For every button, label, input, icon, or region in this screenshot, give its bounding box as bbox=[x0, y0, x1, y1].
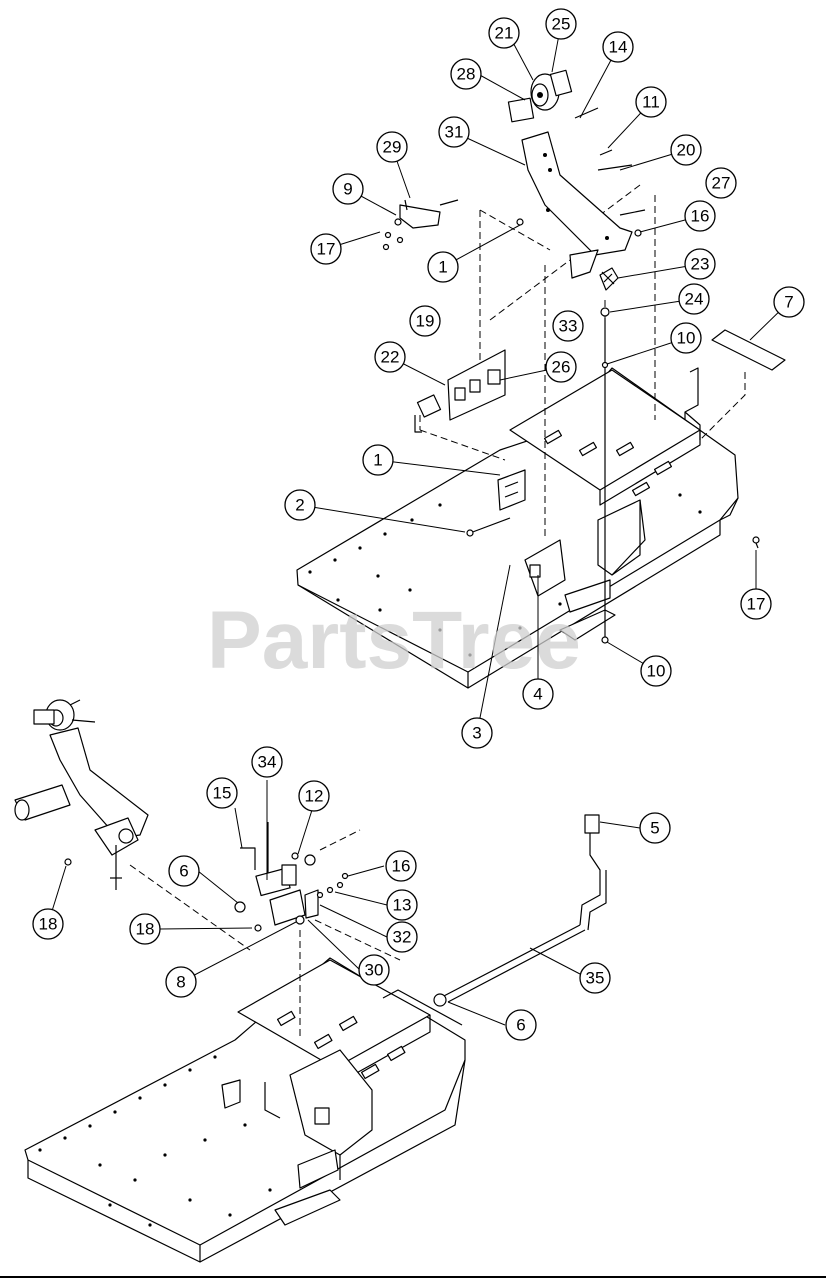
callout-11: 11 bbox=[635, 86, 667, 118]
upper-control-arm bbox=[382, 69, 646, 644]
callout-20: 20 bbox=[670, 134, 702, 166]
svg-text:28: 28 bbox=[457, 65, 476, 84]
callout-17-b: 17 bbox=[740, 588, 772, 620]
callout-3: 3 bbox=[461, 717, 493, 749]
svg-text:30: 30 bbox=[365, 961, 384, 980]
callout-26: 26 bbox=[545, 351, 577, 383]
svg-text:2: 2 bbox=[295, 496, 304, 515]
svg-text:9: 9 bbox=[343, 180, 352, 199]
callout-1: 1 bbox=[427, 251, 459, 283]
lower-leader-lines bbox=[47, 780, 641, 1026]
svg-text:1: 1 bbox=[373, 451, 382, 470]
svg-text:10: 10 bbox=[647, 662, 666, 681]
svg-text:7: 7 bbox=[784, 293, 793, 312]
svg-text:32: 32 bbox=[393, 928, 412, 947]
callouts-top: 21 25 14 28 11 31 29 20 9 27 16 17 1 23 … bbox=[284, 8, 805, 749]
callout-24: 24 bbox=[678, 283, 710, 315]
callout-19: 19 bbox=[409, 305, 441, 337]
callout-34: 34 bbox=[251, 746, 283, 778]
callout-23: 23 bbox=[684, 248, 716, 280]
callout-29: 29 bbox=[376, 131, 408, 163]
callout-10-b: 10 bbox=[640, 655, 672, 687]
svg-text:19: 19 bbox=[416, 312, 435, 331]
callout-33: 33 bbox=[552, 310, 584, 342]
svg-text:14: 14 bbox=[609, 38, 628, 57]
svg-text:22: 22 bbox=[381, 348, 400, 367]
svg-text:11: 11 bbox=[642, 93, 660, 112]
svg-text:16: 16 bbox=[691, 207, 710, 226]
callout-35: 35 bbox=[579, 962, 611, 994]
callout-13: 13 bbox=[386, 889, 418, 921]
svg-text:20: 20 bbox=[677, 141, 696, 160]
callout-32: 32 bbox=[386, 921, 418, 953]
svg-text:34: 34 bbox=[258, 753, 277, 772]
svg-text:27: 27 bbox=[712, 174, 731, 193]
callout-2: 2 bbox=[284, 489, 316, 521]
svg-text:13: 13 bbox=[393, 896, 412, 915]
svg-text:26: 26 bbox=[552, 358, 571, 377]
callout-18-b: 18 bbox=[129, 913, 161, 945]
callout-31: 31 bbox=[438, 116, 470, 148]
callout-28: 28 bbox=[450, 58, 482, 90]
svg-text:29: 29 bbox=[383, 138, 402, 157]
svg-text:12: 12 bbox=[305, 787, 324, 806]
bottom-border bbox=[0, 1276, 826, 1278]
svg-text:35: 35 bbox=[586, 969, 605, 988]
svg-text:18: 18 bbox=[136, 920, 155, 939]
svg-text:21: 21 bbox=[495, 24, 514, 43]
callout-6-b: 6 bbox=[505, 1009, 537, 1041]
svg-text:17: 17 bbox=[747, 595, 766, 614]
watermark-text: PartsTree bbox=[207, 595, 581, 686]
svg-text:1: 1 bbox=[438, 258, 447, 277]
svg-text:6: 6 bbox=[179, 862, 188, 881]
lower-control-arm bbox=[14, 699, 149, 890]
callout-7: 7 bbox=[773, 286, 805, 318]
callout-8: 8 bbox=[165, 966, 197, 998]
callout-12: 12 bbox=[298, 780, 330, 812]
svg-text:3: 3 bbox=[472, 724, 481, 743]
svg-text:8: 8 bbox=[176, 973, 185, 992]
callout-17: 17 bbox=[310, 233, 342, 265]
svg-text:6: 6 bbox=[516, 1016, 525, 1035]
callout-16-b: 16 bbox=[385, 850, 417, 882]
svg-text:4: 4 bbox=[533, 685, 542, 704]
callouts-bottom: 34 15 12 5 6 16 13 18 18 32 30 35 8 6 bbox=[32, 746, 671, 1041]
callout-14: 14 bbox=[602, 31, 634, 63]
svg-text:25: 25 bbox=[552, 15, 571, 34]
callout-1-b: 1 bbox=[362, 444, 394, 476]
callout-9: 9 bbox=[332, 173, 364, 205]
svg-text:5: 5 bbox=[650, 819, 659, 838]
svg-text:17: 17 bbox=[317, 240, 336, 259]
callout-6: 6 bbox=[168, 855, 200, 887]
lower-linkage bbox=[129, 814, 607, 1040]
svg-text:16: 16 bbox=[392, 857, 411, 876]
svg-text:24: 24 bbox=[685, 290, 704, 309]
svg-text:15: 15 bbox=[213, 784, 232, 803]
svg-text:33: 33 bbox=[559, 317, 578, 336]
callout-4: 4 bbox=[522, 678, 554, 710]
callout-10: 10 bbox=[670, 322, 702, 354]
callout-22: 22 bbox=[374, 341, 406, 373]
callout-18: 18 bbox=[32, 908, 64, 940]
callout-21: 21 bbox=[488, 17, 520, 49]
svg-text:31: 31 bbox=[445, 123, 464, 142]
svg-text:23: 23 bbox=[691, 255, 710, 274]
svg-text:18: 18 bbox=[39, 915, 58, 934]
callout-5: 5 bbox=[639, 812, 671, 844]
callout-15: 15 bbox=[206, 777, 238, 809]
callout-25: 25 bbox=[545, 8, 577, 40]
callout-27: 27 bbox=[705, 167, 737, 199]
svg-text:10: 10 bbox=[677, 329, 696, 348]
lower-deck-plate bbox=[24, 957, 466, 1263]
callout-16: 16 bbox=[684, 200, 716, 232]
callout-30: 30 bbox=[358, 954, 390, 986]
